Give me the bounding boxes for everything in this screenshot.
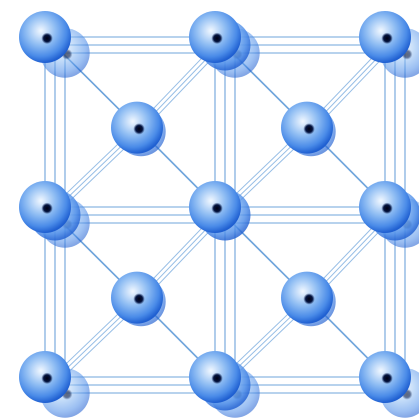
atom-front [359,351,411,403]
atom-front [189,351,241,403]
atom-front [19,181,71,233]
atom-inner [111,102,163,154]
atom-front [19,351,71,403]
atom-front [359,11,411,63]
atom-front [189,181,241,233]
atom-inner [281,272,333,324]
atom-front [189,11,241,63]
atom-inner [111,272,163,324]
atom-front [19,11,71,63]
atom-inner [281,102,333,154]
atom-front [359,181,411,233]
